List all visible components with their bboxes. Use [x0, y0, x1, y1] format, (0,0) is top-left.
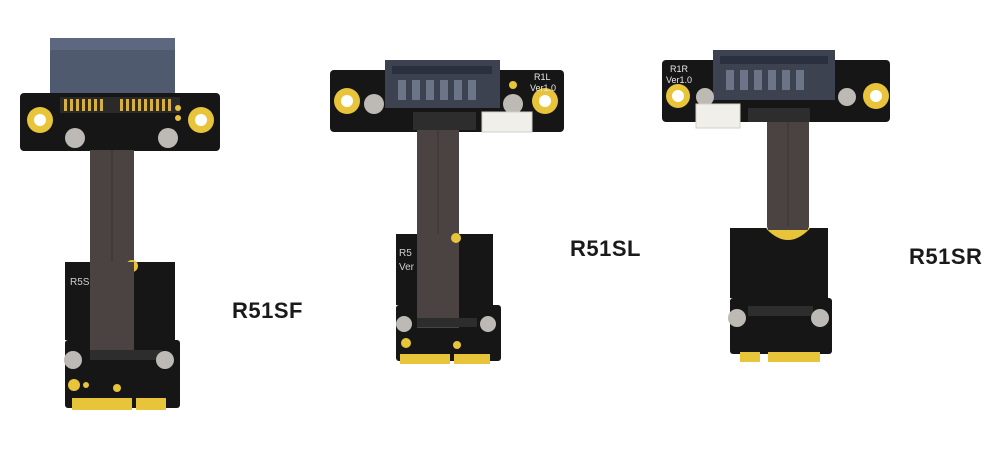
board-mark: R5 Ver — [399, 248, 415, 273]
screw — [65, 128, 85, 148]
screw — [156, 351, 174, 369]
power-connector — [481, 111, 533, 133]
board-mark: R1L Ver1.0 — [530, 72, 556, 93]
gold-fingers — [72, 398, 132, 410]
board-mark: R1R Ver1.0 — [666, 64, 692, 85]
screw — [728, 309, 746, 327]
model-label-r51sr: R51SR — [909, 244, 983, 269]
screw — [503, 94, 523, 114]
gold-fingers — [400, 354, 450, 364]
screw — [696, 88, 714, 106]
screw — [480, 316, 496, 332]
gold-fingers — [740, 352, 760, 362]
screw — [364, 94, 384, 114]
pin-strip — [64, 99, 171, 111]
riser-r51sf: R5S — [20, 38, 220, 410]
riser-r51sl: R1L Ver1.0 R5 Ver — [330, 60, 564, 364]
screw — [838, 88, 856, 106]
bottom-pcb — [730, 228, 828, 306]
model-label-r51sl: R51SL — [570, 236, 641, 261]
power-connector — [695, 103, 741, 129]
model-label-r51sf: R51SF — [232, 298, 303, 323]
riser-r51sr: R1R Ver1.0 — [662, 50, 890, 362]
screw — [158, 128, 178, 148]
screw — [396, 316, 412, 332]
screw — [811, 309, 829, 327]
screw — [64, 351, 82, 369]
board-mark: R5S — [70, 277, 90, 288]
